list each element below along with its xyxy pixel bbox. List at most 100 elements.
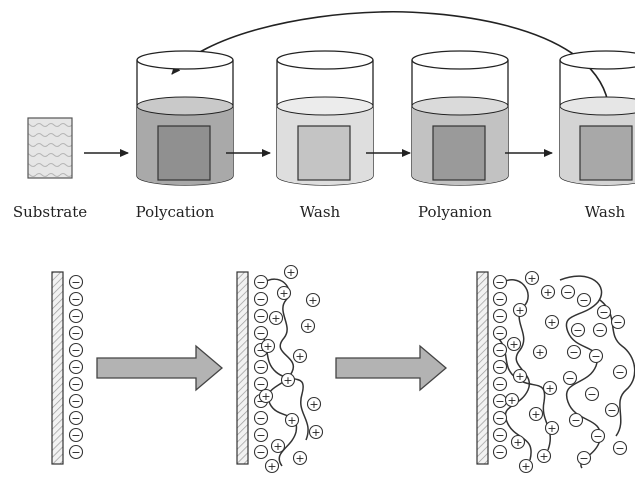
negative-charge-icon: − (68, 274, 84, 290)
svg-text:+: + (309, 398, 318, 411)
svg-text:+: + (303, 320, 312, 333)
positive-charge-icon: + (305, 292, 321, 308)
negative-charge-icon: − (604, 402, 620, 418)
svg-text:+: + (531, 408, 540, 421)
negative-charge-icon: − (253, 291, 269, 307)
svg-text:−: − (495, 378, 504, 391)
svg-text:−: − (563, 286, 572, 299)
step-label-polycation: Polycation (135, 203, 215, 221)
positive-charge-icon: + (544, 314, 560, 330)
svg-text:−: − (256, 344, 265, 357)
svg-text:+: + (515, 304, 524, 317)
negative-charge-icon: − (590, 428, 606, 444)
svg-text:−: − (256, 327, 265, 340)
substrate-bar (51, 271, 64, 465)
svg-text:−: − (495, 395, 504, 408)
svg-text:−: − (71, 361, 80, 374)
positive-charge-icon: + (300, 318, 316, 334)
svg-text:−: − (71, 429, 80, 442)
negative-charge-icon: − (492, 376, 508, 392)
positive-charge-icon: + (512, 302, 528, 318)
substrate-slide (27, 117, 73, 179)
negative-charge-icon: − (253, 376, 269, 392)
negative-charge-icon: − (576, 450, 592, 466)
svg-text:−: − (495, 429, 504, 442)
negative-charge-icon: − (68, 393, 84, 409)
svg-text:−: − (613, 316, 622, 329)
svg-text:+: + (311, 426, 320, 439)
negative-charge-icon: − (68, 410, 84, 426)
svg-text:+: + (308, 294, 317, 307)
positive-charge-icon: + (258, 388, 274, 404)
svg-text:+: + (271, 312, 280, 325)
positive-charge-icon: + (540, 284, 556, 300)
svg-text:−: − (71, 293, 80, 306)
negative-charge-icon: − (492, 308, 508, 324)
svg-text:+: + (521, 460, 530, 473)
svg-text:+: + (287, 414, 296, 427)
substrate-bar (236, 271, 249, 465)
svg-text:−: − (573, 324, 582, 337)
process-arrow-2 (335, 344, 448, 392)
step-label-wash-2: Wash (584, 203, 626, 221)
positive-charge-icon: + (506, 336, 522, 352)
negative-charge-icon: − (568, 412, 584, 428)
svg-text:+: + (543, 286, 552, 299)
svg-text:−: − (256, 293, 265, 306)
svg-text:−: − (256, 361, 265, 374)
svg-text:−: − (579, 294, 588, 307)
svg-text:−: − (256, 395, 265, 408)
svg-text:−: − (607, 404, 616, 417)
negative-charge-icon: − (596, 304, 612, 320)
positive-charge-icon: + (518, 458, 534, 474)
negative-charge-icon: − (253, 274, 269, 290)
positive-charge-icon: + (544, 420, 560, 436)
svg-text:+: + (539, 450, 548, 463)
negative-charge-icon: − (492, 410, 508, 426)
negative-charge-icon: − (68, 325, 84, 341)
positive-charge-icon: + (504, 392, 520, 408)
svg-text:+: + (263, 340, 272, 353)
svg-text:−: − (615, 442, 624, 455)
negative-charge-icon: − (253, 325, 269, 341)
positive-charge-icon: + (260, 338, 276, 354)
svg-text:−: − (256, 429, 265, 442)
svg-text:+: + (513, 436, 522, 449)
positive-charge-icon: + (264, 458, 280, 474)
svg-text:−: − (71, 327, 80, 340)
svg-text:−: − (579, 452, 588, 465)
svg-text:+: + (283, 374, 292, 387)
svg-text:−: − (495, 276, 504, 289)
negative-charge-icon: − (253, 359, 269, 375)
svg-text:−: − (71, 412, 80, 425)
negative-charge-icon: − (492, 359, 508, 375)
svg-text:+: + (261, 390, 270, 403)
negative-charge-icon: − (68, 376, 84, 392)
positive-charge-icon: + (536, 448, 552, 464)
svg-text:−: − (71, 344, 80, 357)
positive-charge-icon: + (268, 310, 284, 326)
svg-text:−: − (71, 378, 80, 391)
step-label-substrate: Substrate (12, 203, 88, 221)
svg-text:−: − (593, 430, 602, 443)
svg-text:+: + (295, 452, 304, 465)
positive-charge-icon: + (542, 380, 558, 396)
svg-text:+: + (507, 394, 516, 407)
process-arrow-1 (96, 344, 224, 392)
negative-charge-icon: − (492, 325, 508, 341)
positive-charge-icon: + (292, 450, 308, 466)
repeat-cycle-arrow (171, 10, 609, 103)
svg-text:−: − (569, 346, 578, 359)
svg-text:−: − (256, 446, 265, 459)
negative-charge-icon: − (560, 284, 576, 300)
svg-text:−: − (587, 388, 596, 401)
positive-charge-icon: + (532, 344, 548, 360)
negative-charge-icon: − (492, 342, 508, 358)
svg-text:+: + (545, 382, 554, 395)
positive-charge-icon: + (306, 396, 322, 412)
svg-text:−: − (71, 395, 80, 408)
negative-charge-icon: − (253, 308, 269, 324)
svg-text:+: + (527, 272, 536, 285)
